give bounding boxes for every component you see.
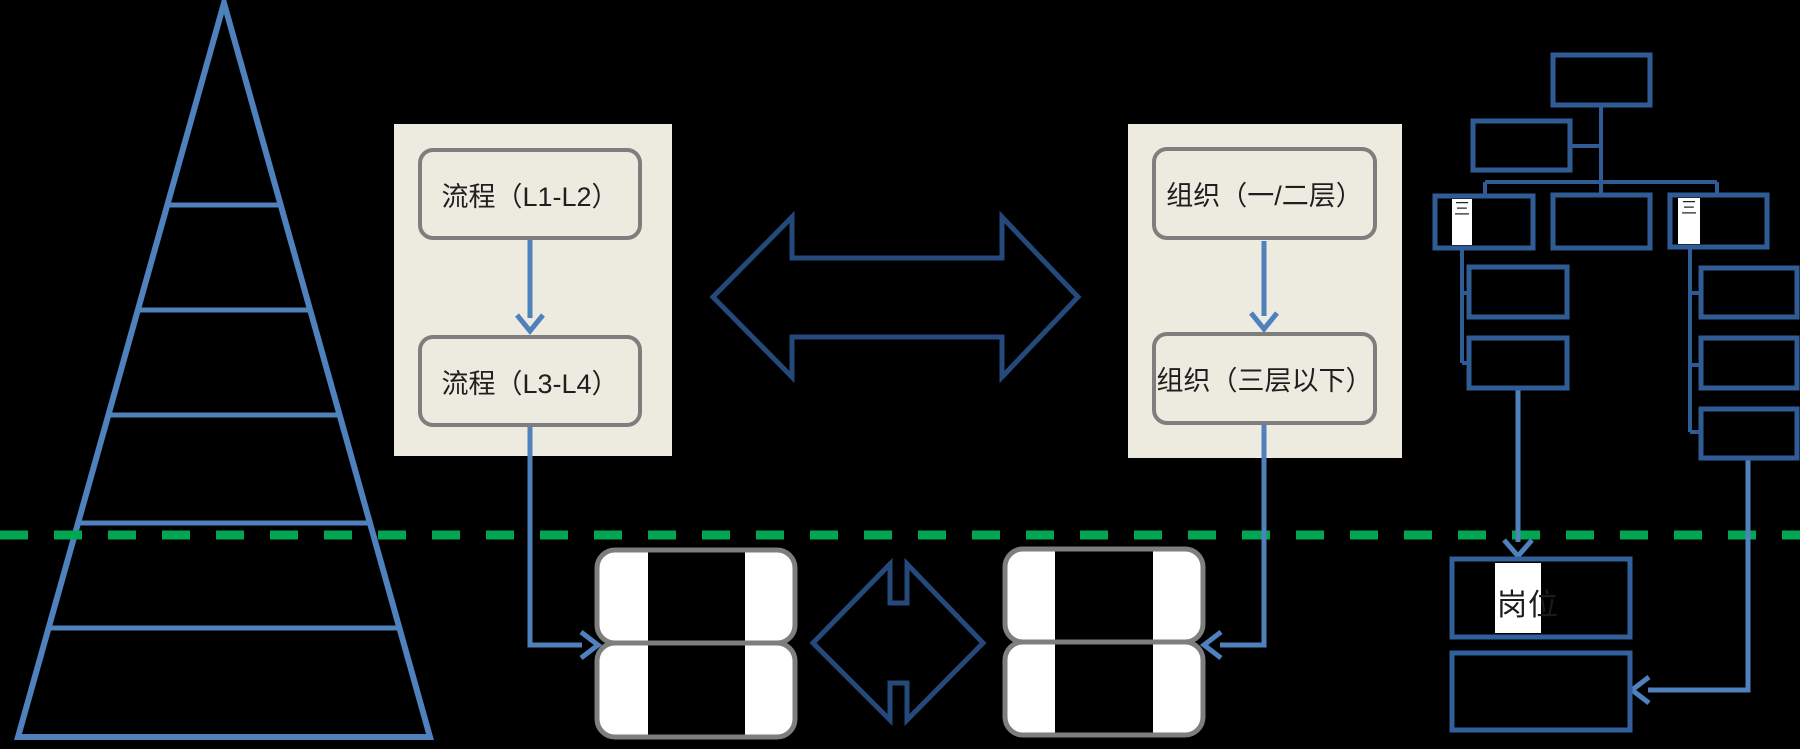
org-chart-sub-box [1466,264,1570,320]
process-l1-l2-label: 流程（L1-L2） [441,181,619,212]
org-level12-label: 组织（一/二层） [1166,181,1363,211]
org-stripe-label-left: 三 [1453,201,1470,218]
arrowhead-down-icon [1502,538,1534,560]
card-black-band [1055,551,1153,640]
card-black-band [648,552,745,641]
card-border [594,640,798,740]
org-chart-sub-box [1698,406,1800,461]
post-bottom-box [1449,650,1633,733]
pyramid-level-lines [49,202,399,631]
arrowhead-left-icon [1199,630,1223,660]
card-black-band [648,645,745,735]
org-chart-connectors [1460,105,1719,434]
process-detail-card-group-left [594,547,798,740]
card-border [1002,639,1206,738]
org-detail-card-group-right [1002,546,1206,738]
bottom-double-arrow [809,557,987,727]
post-box-label: 岗位 [1497,589,1559,622]
org-level3plus-box: 组织（三层以下） [1152,332,1377,425]
arrowhead-right-icon [579,630,603,660]
connector-lines [515,240,1751,705]
org-chart-sub-box [1466,335,1570,391]
org-chart [1432,52,1800,461]
card-black-band [1055,644,1153,733]
org-chart-sub-box [1698,265,1800,320]
process-l3-l4-label: 流程（L3-L4） [441,368,619,399]
pyramid-outline [14,0,434,740]
org-chart-root-box [1550,52,1653,108]
org-chart-dept-box-left [1432,193,1536,251]
process-l3-l4-box: 流程（L3-L4） [418,335,642,427]
org-chart-dept-box-middle [1550,192,1653,251]
process-org-double-arrow [709,210,1082,384]
post-box-white-stripe [1495,563,1541,633]
process-l1-l2-box: 流程（L1-L2） [418,148,642,240]
arrowhead-down-icon [1249,311,1279,333]
org-to-detail-connector [1220,425,1267,648]
process-level-pyramid [14,0,434,740]
arrowhead-left-icon [1627,675,1651,705]
process-to-detail-connector [527,427,582,648]
orgchart-to-bottom-connector [1648,460,1751,693]
org-stripe-label-right: 三 [1680,200,1697,217]
org-level3plus-label: 组织（三层以下） [1156,366,1373,396]
org-chart-staff-box [1470,118,1573,173]
org-chart-sub-box [1698,335,1800,391]
org-level12-box: 组织（一/二层） [1152,147,1377,240]
arrowhead-down-icon [515,313,545,335]
org-chart-white-stripe [1678,198,1700,244]
org-chart-white-stripe [1452,199,1472,245]
